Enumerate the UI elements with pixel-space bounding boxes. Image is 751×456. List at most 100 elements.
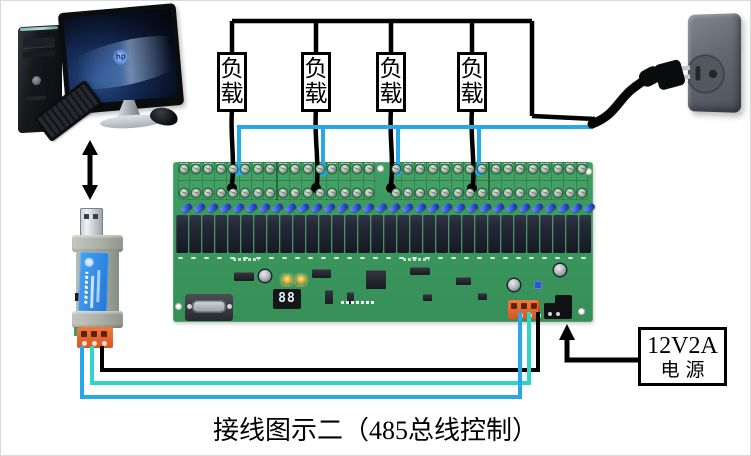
relay: [371, 215, 383, 253]
terminal-column: [526, 162, 539, 200]
terminal-screw: [191, 188, 200, 197]
converter-body: [72, 235, 123, 252]
terminal-column: [438, 162, 452, 200]
terminal-screw: [228, 188, 237, 197]
terminal-column: [488, 162, 502, 200]
relay: [449, 215, 461, 253]
ic-chip: [423, 294, 432, 301]
relay: [215, 215, 227, 253]
terminal-screw: [465, 188, 474, 197]
terminal-column: [426, 162, 439, 200]
relay-label-mark: [282, 257, 287, 260]
relay: [527, 215, 539, 253]
diode-led: [258, 202, 271, 214]
terminal-screw: [179, 188, 188, 197]
capacitor: [508, 279, 520, 291]
terminal-screw: [316, 165, 325, 173]
terminal-screw: [441, 188, 450, 197]
terminal-column: [350, 162, 364, 200]
terminal-screw: [316, 188, 325, 197]
load-label: 负载: [460, 56, 484, 106]
terminal-screw: [404, 165, 413, 173]
terminal-screw: [565, 188, 574, 197]
mcu-chip: [366, 270, 386, 289]
diode-led: [284, 202, 297, 214]
terminal-screw: [428, 165, 437, 173]
terminal-screw: [253, 188, 262, 197]
terminal-screw: [478, 165, 487, 173]
relay: [189, 215, 201, 253]
terminal-screw: [265, 165, 274, 173]
caption: 接线图示二（485总线控制）: [212, 416, 538, 445]
diode-led: [375, 202, 388, 214]
diode-led: [440, 202, 453, 214]
led: [296, 275, 306, 285]
relay-label-mark: [386, 257, 391, 260]
converter-terminal: [77, 327, 113, 348]
relay-label-mark: [542, 257, 547, 260]
terminal-screw: [216, 165, 225, 173]
relay-label-mark: [321, 257, 326, 260]
diode-led: [466, 202, 479, 214]
terminal-screw: [291, 188, 300, 197]
outlet-hole: [708, 69, 718, 79]
terminal-screw: [478, 188, 487, 197]
converter-switch: [75, 293, 79, 301]
terminal-column: [275, 162, 290, 200]
seven-segment-display: 88: [273, 289, 301, 309]
terminal-screw: [241, 188, 250, 197]
relay: [462, 215, 474, 253]
diode-led: [206, 202, 219, 214]
terminal-screw: [253, 165, 262, 173]
terminal-screw: [453, 188, 462, 197]
load-box-4: 负载: [457, 52, 487, 112]
diode-led: [232, 202, 245, 214]
terminal-screw: [578, 188, 587, 197]
relay-label-mark: [516, 257, 521, 260]
relay-label-mark: [581, 257, 586, 260]
relay: [475, 215, 487, 253]
terminal-screw: [504, 165, 513, 173]
relay: [553, 215, 565, 253]
diode-led: [297, 202, 310, 214]
diode-led: [544, 202, 557, 214]
relay-label-mark: [360, 257, 365, 260]
terminal-screw: [541, 165, 550, 173]
terminal-column: [226, 162, 239, 200]
diode-led: [557, 202, 570, 214]
terminal-screw: [340, 188, 349, 197]
relay: [514, 215, 526, 253]
terminal-screw: [541, 188, 550, 197]
relay: [267, 215, 279, 253]
diode-led: [570, 202, 583, 214]
relay-label-mark: [451, 257, 456, 260]
terminal-screw: [416, 188, 425, 197]
terminal-screw: [528, 188, 537, 197]
terminal-column: [550, 162, 564, 200]
relay: [579, 215, 591, 253]
relay-label-mark: [555, 257, 560, 260]
terminal-screw: [291, 165, 300, 173]
terminal-screw: [191, 165, 200, 173]
terminal-column: [313, 162, 327, 200]
terminal-strip-right: [390, 162, 589, 200]
terminal-column: [413, 162, 427, 200]
load-box-1: 负载: [217, 52, 247, 112]
terminal-column: [250, 162, 264, 200]
terminal-column: [213, 162, 227, 200]
terminal-column: [325, 162, 339, 200]
terminal-screw: [303, 188, 312, 197]
relay-label-mark: [191, 257, 196, 260]
relay: [306, 215, 318, 253]
relay: [241, 215, 253, 253]
relay-label-mark: [464, 257, 469, 260]
diode-led: [414, 202, 427, 214]
terminal-screw: [353, 188, 362, 197]
terminal-column: [390, 162, 402, 200]
ic-chip: [234, 272, 254, 281]
relay-label-mark: [490, 257, 495, 260]
terminal-screw: [416, 165, 425, 173]
diode-led: [453, 202, 466, 214]
terminal-screw: [391, 188, 400, 197]
mounting-hole: [585, 168, 592, 175]
